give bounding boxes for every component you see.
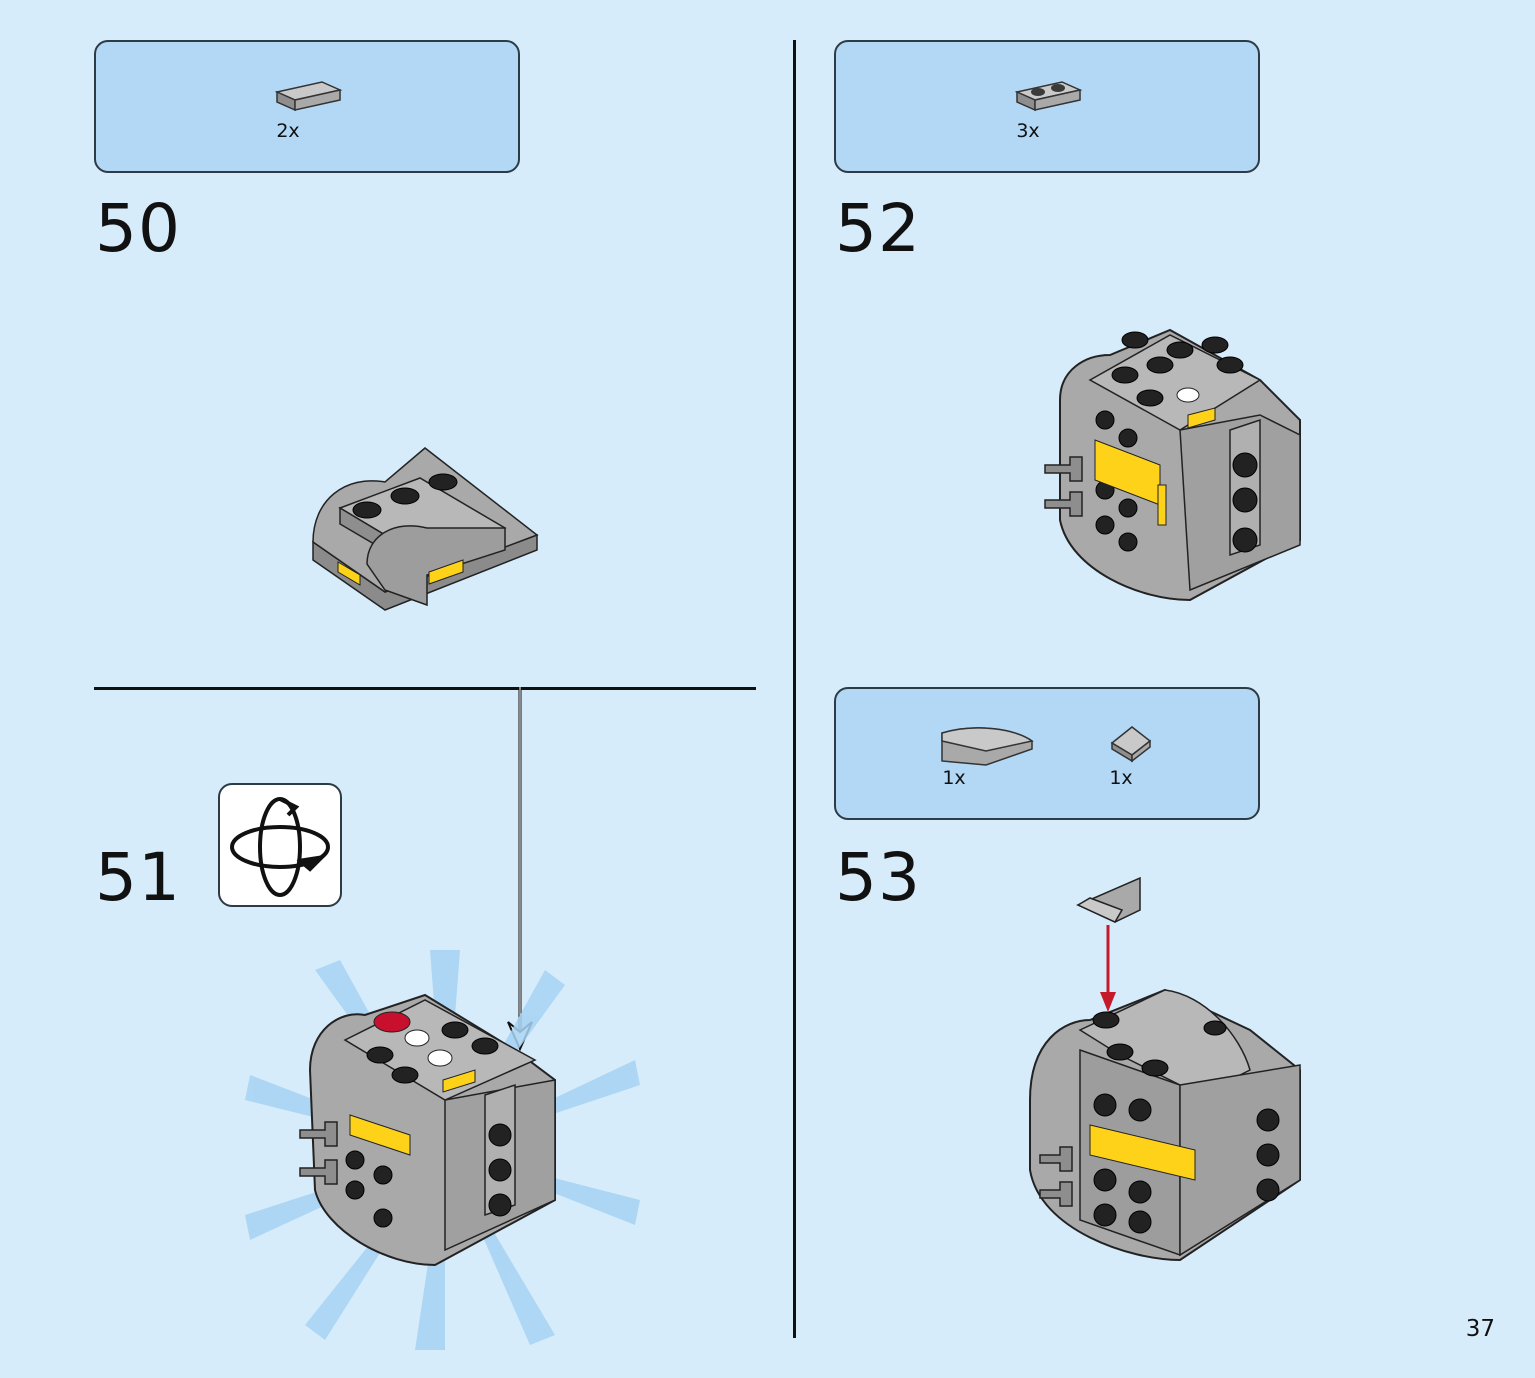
step-52-parts-box: 3x: [834, 40, 1260, 173]
step-50-number: 50: [95, 190, 181, 267]
step-50-part-quantity: 2x: [276, 120, 300, 142]
step-53-number: 53: [835, 839, 921, 916]
vertical-divider: [793, 40, 796, 1338]
step-53-part-1-quantity: 1x: [942, 767, 966, 789]
horizontal-divider: [94, 687, 756, 690]
tile-1x2-icon: [274, 81, 343, 112]
step-51-model: [245, 950, 640, 1350]
step-51-number: 51: [95, 839, 181, 916]
step-52-part-quantity: 3x: [1016, 120, 1040, 142]
rotate-model-indicator: [218, 783, 342, 907]
step-53-part-2-quantity: 1x: [1109, 767, 1133, 789]
step-52-model: [1044, 328, 1301, 602]
page-number: 37: [1465, 1316, 1495, 1342]
curved-slope-icon: [941, 727, 1034, 766]
step-52-number: 52: [835, 190, 921, 267]
slope-small-icon: [1110, 726, 1152, 763]
rotate-model-icon: [230, 797, 330, 897]
step-50-model: [312, 447, 539, 611]
step-53-model: [1029, 876, 1301, 1262]
step-50-parts-box: 2x: [94, 40, 520, 173]
plate-1x2-icon: [1014, 81, 1083, 112]
step-53-parts-box: 1x 1x: [834, 687, 1260, 820]
